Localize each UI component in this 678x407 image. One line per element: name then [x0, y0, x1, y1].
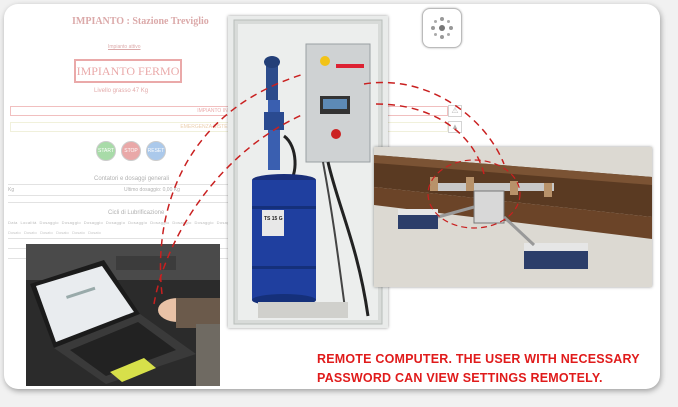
table-header-cell: Dosaggio — [128, 220, 148, 225]
table-header-cell: Dosaggio — [61, 220, 81, 225]
table-header-cell: Dosaggio — [105, 220, 126, 225]
general-row-label: Kg — [8, 187, 15, 193]
table-header-cell: Dosaggio — [194, 220, 214, 225]
warning-icon[interactable]: ▲ — [448, 121, 462, 133]
table-cell: Dosato — [56, 230, 69, 235]
alarm-bell-icon[interactable]: ⚠ — [448, 105, 462, 117]
table-header-cell: Dosaggio — [83, 220, 104, 225]
cabinet-illustration: TS 15 G — [228, 16, 388, 328]
caption-line-1: REMOTE COMPUTER. THE USER WITH NECESSARY — [317, 352, 640, 366]
lubrication-cabinet-photo: TS 15 G — [228, 16, 388, 328]
cycles-heading: Cicli di Lubrificazione — [108, 210, 165, 216]
plant-status-badge: IMPIANTO FERMO — [74, 59, 182, 83]
start-button[interactable]: START — [96, 141, 116, 161]
cycles-table-header: Data Località Dosaggio Dosaggio Dosaggio… — [8, 220, 236, 225]
table-header-cell: Data — [8, 220, 18, 225]
rail-sensor-photo — [374, 147, 652, 287]
caption-line-2: PASSWORD CAN VIEW SETTINGS REMOTELY. — [317, 371, 603, 385]
logo-graphic — [431, 17, 453, 39]
table-row: Dosato Dosato Dosato Dosato Dosato Dosat… — [8, 230, 101, 235]
dashboard-subtitle-link[interactable]: Impianto attivo — [108, 44, 141, 50]
table-header-cell: Dosaggio — [39, 220, 59, 225]
dashboard-title: IMPIANTO : Stazione Treviglio — [72, 16, 209, 27]
stop-button[interactable]: STOP — [121, 141, 141, 161]
remote-laptop-photo — [26, 244, 220, 386]
table-header-cell: Località — [20, 220, 37, 225]
divider — [8, 238, 228, 239]
table-cell: Dosato — [88, 230, 101, 235]
table-header-cell: Dosaggio — [172, 220, 192, 225]
reset-button[interactable]: RESET — [146, 141, 166, 161]
table-cell: Dosato — [40, 230, 53, 235]
company-logo — [422, 8, 462, 48]
drum-label: TS 15 G — [264, 216, 283, 222]
caption-text: REMOTE COMPUTER. THE USER WITH NECESSARY… — [317, 350, 640, 388]
table-cell: Dosato — [24, 230, 37, 235]
general-row-value: Ultimo dosaggio: 0,00 Kg — [124, 187, 180, 193]
infographic-card: IMPIANTO : Stazione Treviglio Impianto a… — [4, 4, 660, 389]
rail-illustration — [374, 147, 652, 287]
table-cell: Dosato — [8, 230, 21, 235]
general-counters-heading: Contatori e dosaggi generali — [94, 176, 170, 182]
table-cell: Dosato — [72, 230, 85, 235]
table-header-cell: Dosaggio — [150, 220, 170, 225]
grease-level-readout: Livello grasso 47 Kg — [94, 88, 149, 94]
laptop-illustration — [26, 244, 220, 386]
